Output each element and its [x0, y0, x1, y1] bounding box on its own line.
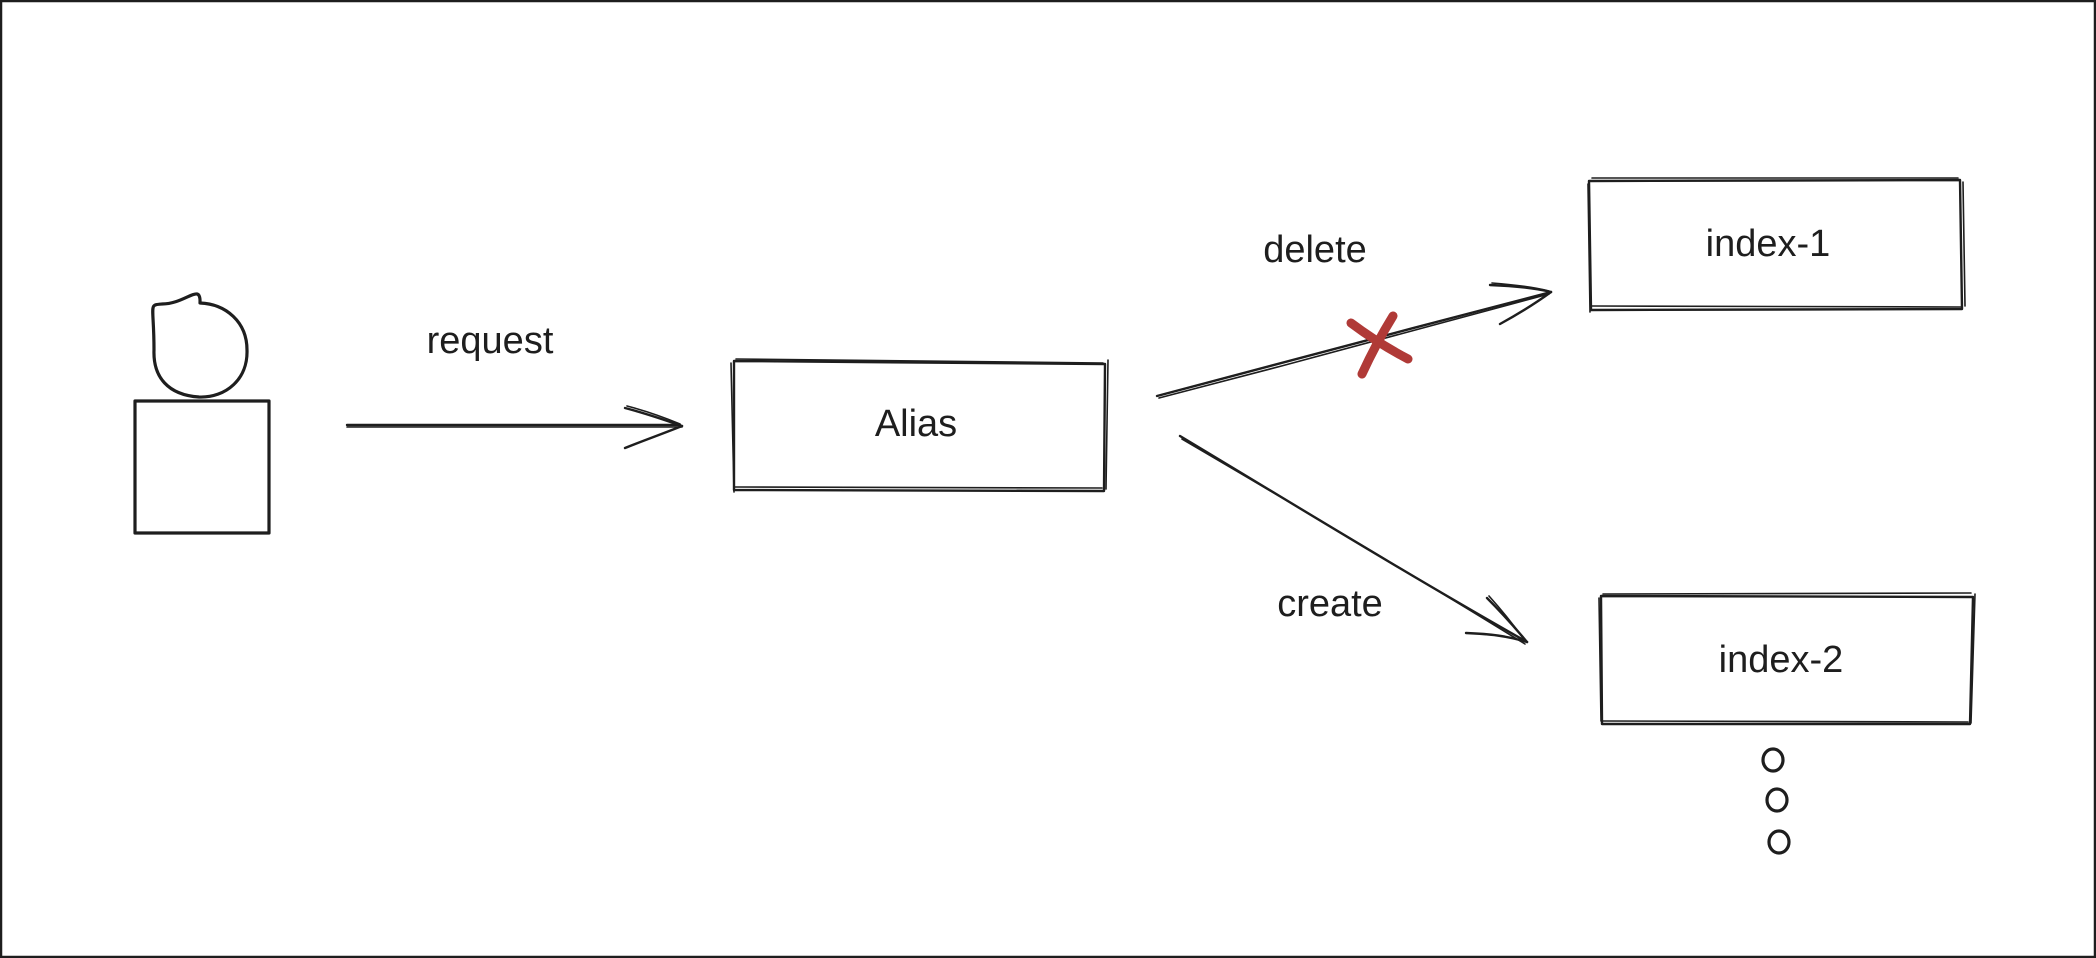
index-1-box [1587, 177, 1966, 313]
delete-arrow [1155, 282, 1553, 399]
index-2-box [1598, 592, 1976, 726]
user-figure-icon [133, 292, 271, 535]
request-arrow [345, 405, 684, 450]
create-arrow [1178, 434, 1529, 645]
create-label: create [1277, 583, 1383, 625]
index-2-label: index-2 [1719, 639, 1844, 681]
request-label: request [427, 320, 554, 362]
delete-label: delete [1263, 229, 1367, 271]
alias-label: Alias [875, 403, 957, 445]
ellipsis-vertical-icon [1761, 747, 1791, 855]
alias-box [730, 358, 1109, 493]
cross-mark-icon [1346, 311, 1413, 379]
index-1-label: index-1 [1706, 223, 1831, 265]
